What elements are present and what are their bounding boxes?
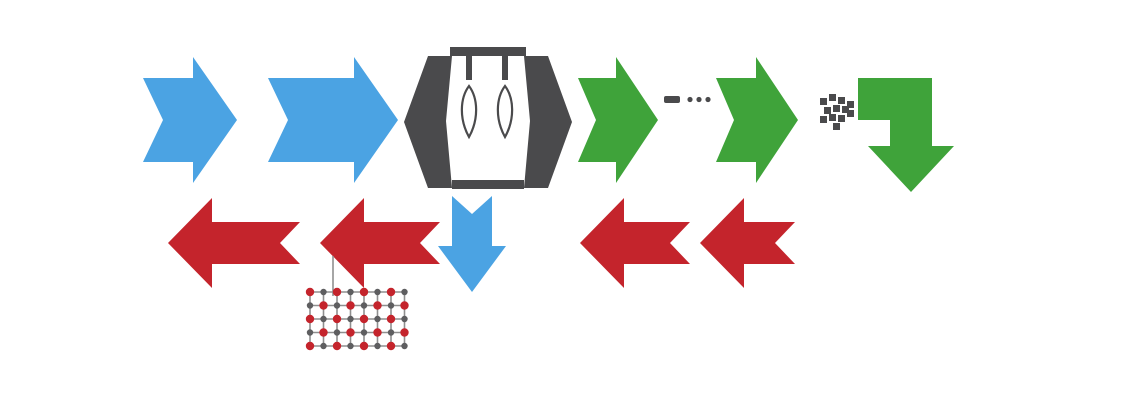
lattice-atom-b bbox=[401, 315, 408, 323]
lattice-atom-a bbox=[319, 301, 328, 310]
lattice-atom-b bbox=[320, 315, 327, 323]
feed-arrow-2 bbox=[268, 57, 398, 183]
lattice-atom-a bbox=[373, 328, 382, 337]
lattice-atom-a bbox=[359, 341, 369, 351]
particle-cluster bbox=[820, 94, 854, 130]
lattice-atom-a bbox=[373, 301, 382, 310]
lattice-atom-b bbox=[347, 288, 354, 296]
particle-square bbox=[842, 106, 849, 113]
quench-arrow-down bbox=[438, 196, 506, 292]
lattice-atom-a bbox=[332, 287, 342, 297]
lattice-atom-b bbox=[306, 329, 314, 336]
return-arrow-4 bbox=[168, 198, 300, 288]
particle-stream bbox=[664, 96, 711, 103]
lattice-atom-b bbox=[387, 302, 395, 309]
lattice-atom-a bbox=[359, 287, 369, 297]
particle-square bbox=[833, 105, 840, 112]
stream-dot bbox=[687, 96, 693, 103]
feed-arrow-1 bbox=[143, 57, 237, 183]
lattice-atom-b bbox=[374, 315, 381, 323]
return-arrow-2 bbox=[580, 198, 690, 288]
droplet-left bbox=[460, 84, 478, 140]
particle-square bbox=[838, 115, 845, 122]
crystal-lattice bbox=[305, 287, 409, 351]
lattice-atom-b bbox=[333, 302, 341, 309]
stream-dash bbox=[664, 96, 680, 103]
lattice-atom-b bbox=[333, 329, 341, 336]
lattice-atom-a bbox=[332, 314, 342, 324]
particle-square bbox=[847, 110, 854, 117]
process-arrow-1 bbox=[578, 57, 658, 183]
lattice-atom-b bbox=[360, 302, 368, 309]
particle-square bbox=[833, 123, 840, 130]
spray-chamber bbox=[404, 47, 572, 189]
lattice-atom-a bbox=[386, 314, 396, 324]
lattice-atom-a bbox=[305, 287, 315, 297]
lattice-atom-a bbox=[305, 341, 315, 351]
particle-square bbox=[829, 94, 836, 101]
nozzle-stem-left bbox=[466, 56, 472, 80]
lattice-atom-b bbox=[347, 342, 354, 350]
particle-square bbox=[820, 116, 827, 123]
process-arrow-2 bbox=[716, 57, 798, 183]
lattice-atom-a bbox=[359, 314, 369, 324]
lattice-atom-a bbox=[386, 287, 396, 297]
return-arrow-3 bbox=[320, 198, 440, 288]
lattice-atom-a bbox=[332, 341, 342, 351]
lattice-atom-b bbox=[360, 329, 368, 336]
lattice-atom-b bbox=[401, 288, 408, 296]
lattice-atoms bbox=[305, 287, 409, 351]
particle-square bbox=[829, 114, 836, 121]
particle-square bbox=[838, 97, 845, 104]
nozzle-top-plate bbox=[450, 47, 526, 56]
lattice-atom-b bbox=[374, 288, 381, 296]
particle-square bbox=[820, 98, 827, 105]
stream-dot bbox=[705, 96, 711, 103]
particle-square bbox=[824, 107, 831, 114]
lattice-atom-b bbox=[320, 288, 327, 296]
lattice-atom-b bbox=[401, 342, 408, 350]
stream-dot bbox=[696, 96, 702, 103]
chamber-right-wall bbox=[524, 56, 572, 188]
lattice-atom-a bbox=[346, 328, 355, 337]
lattice-atom-a bbox=[400, 328, 409, 337]
lattice-atom-a bbox=[386, 341, 396, 351]
lattice-atom-b bbox=[347, 315, 354, 323]
lattice-atom-b bbox=[374, 342, 381, 350]
lattice-atom-a bbox=[400, 301, 409, 310]
particle-square bbox=[847, 101, 854, 108]
elbow-arrow-down bbox=[858, 78, 954, 192]
return-arrow-1 bbox=[700, 198, 795, 288]
collector-plate bbox=[452, 180, 524, 189]
lattice-atom-a bbox=[305, 314, 315, 324]
lattice-atom-b bbox=[306, 302, 314, 309]
lattice-atom-a bbox=[319, 328, 328, 337]
nozzle-stem-right bbox=[502, 56, 508, 80]
lattice-atom-b bbox=[387, 329, 395, 336]
droplet-right bbox=[496, 84, 514, 140]
chamber-left-wall bbox=[404, 56, 452, 188]
lattice-atom-b bbox=[320, 342, 327, 350]
lattice-atom-a bbox=[346, 301, 355, 310]
